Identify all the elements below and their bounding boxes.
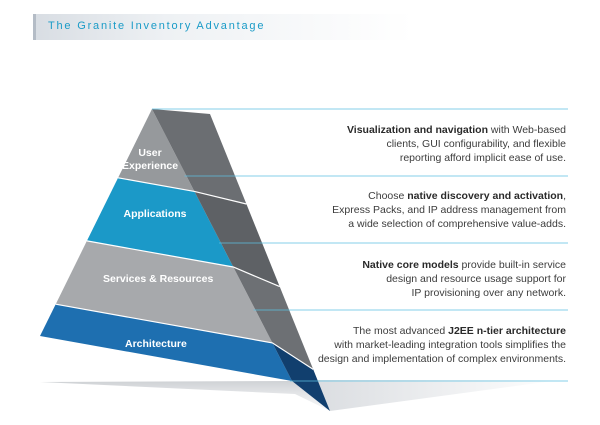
title-accent-line — [33, 14, 36, 40]
description-highlight: Visualization and navigation — [346, 124, 488, 136]
page-title: The Granite Inventory Advantage — [48, 20, 266, 32]
tier-description-4: The most advanced J2EE n-tier architectu… — [318, 324, 566, 366]
tier-description-2: Choose native discovery and activation,E… — [332, 189, 566, 231]
title-bar — [33, 14, 413, 40]
description-text: Express Packs, and IP address management… — [332, 204, 566, 216]
pyramid-shadow-side — [292, 380, 560, 411]
tier-2-side — [194, 191, 280, 287]
description-text: with Web-based — [487, 124, 566, 136]
description-text: The most advanced — [352, 325, 449, 337]
tier-description-1: Visualization and navigation with Web-ba… — [347, 123, 566, 165]
tier-label-line: Applications — [123, 208, 187, 220]
tier-1-front — [118, 109, 195, 192]
tier-label-line: Services & Resources — [103, 273, 214, 285]
tier-label-line: Experience — [122, 160, 179, 172]
description-text: design and resource usage support for — [386, 273, 566, 285]
description-line: reporting afford implicit ease of use. — [347, 151, 566, 165]
tier-boundary-1 — [117, 177, 247, 205]
tier-label-line: Architecture — [125, 338, 187, 350]
tier-1-side — [152, 109, 247, 204]
description-line: a wide selection of comprehensive value-… — [332, 217, 566, 231]
description-text: IP provisioning over any network. — [411, 287, 566, 299]
description-line: Express Packs, and IP address management… — [332, 203, 566, 217]
tier-label-2: Applications — [124, 208, 187, 221]
tier-boundary-3 — [55, 303, 314, 370]
description-line: Native core models provide built-in serv… — [362, 258, 566, 272]
description-line: clients, GUI configurability, and flexib… — [347, 137, 566, 151]
tier-3-front — [55, 240, 273, 343]
description-line: design and implementation of complex env… — [318, 352, 566, 366]
description-line: Choose native discovery and activation, — [332, 189, 566, 203]
description-line: Visualization and navigation with Web-ba… — [347, 123, 566, 137]
tier-3-side — [233, 267, 314, 370]
description-line: with market-leading integration tools si… — [318, 338, 566, 352]
description-text: Choose — [368, 190, 408, 202]
description-text: clients, GUI configurability, and flexib… — [386, 138, 566, 150]
description-text: provide built-in service — [458, 259, 566, 271]
description-line: The most advanced J2EE n-tier architectu… — [318, 324, 566, 338]
description-text: with market-leading integration tools si… — [334, 339, 566, 351]
tier-description-3: Native core models provide built-in serv… — [362, 258, 566, 300]
description-line: IP provisioning over any network. — [362, 286, 566, 300]
tier-4-side — [272, 342, 330, 411]
pyramid-shadow — [40, 381, 330, 411]
description-text: design and implementation of complex env… — [317, 353, 566, 365]
description-line: design and resource usage support for — [362, 272, 566, 286]
description-text: , — [563, 190, 566, 202]
tier-label-3: Services & Resources — [103, 273, 213, 286]
description-text: a wide selection of comprehensive value-… — [348, 218, 566, 230]
description-text: reporting afford implicit ease of use. — [399, 152, 566, 164]
tier-label-line: User — [138, 147, 162, 159]
description-highlight: Native core models — [362, 259, 459, 271]
description-highlight: J2EE n-tier architecture — [448, 325, 566, 337]
tier-label-4: Architecture — [125, 338, 187, 351]
tier-boundary-2 — [86, 240, 280, 288]
description-highlight: native discovery and activation — [407, 190, 564, 202]
tier-2-front — [86, 177, 234, 267]
tier-4-front — [40, 304, 292, 381]
